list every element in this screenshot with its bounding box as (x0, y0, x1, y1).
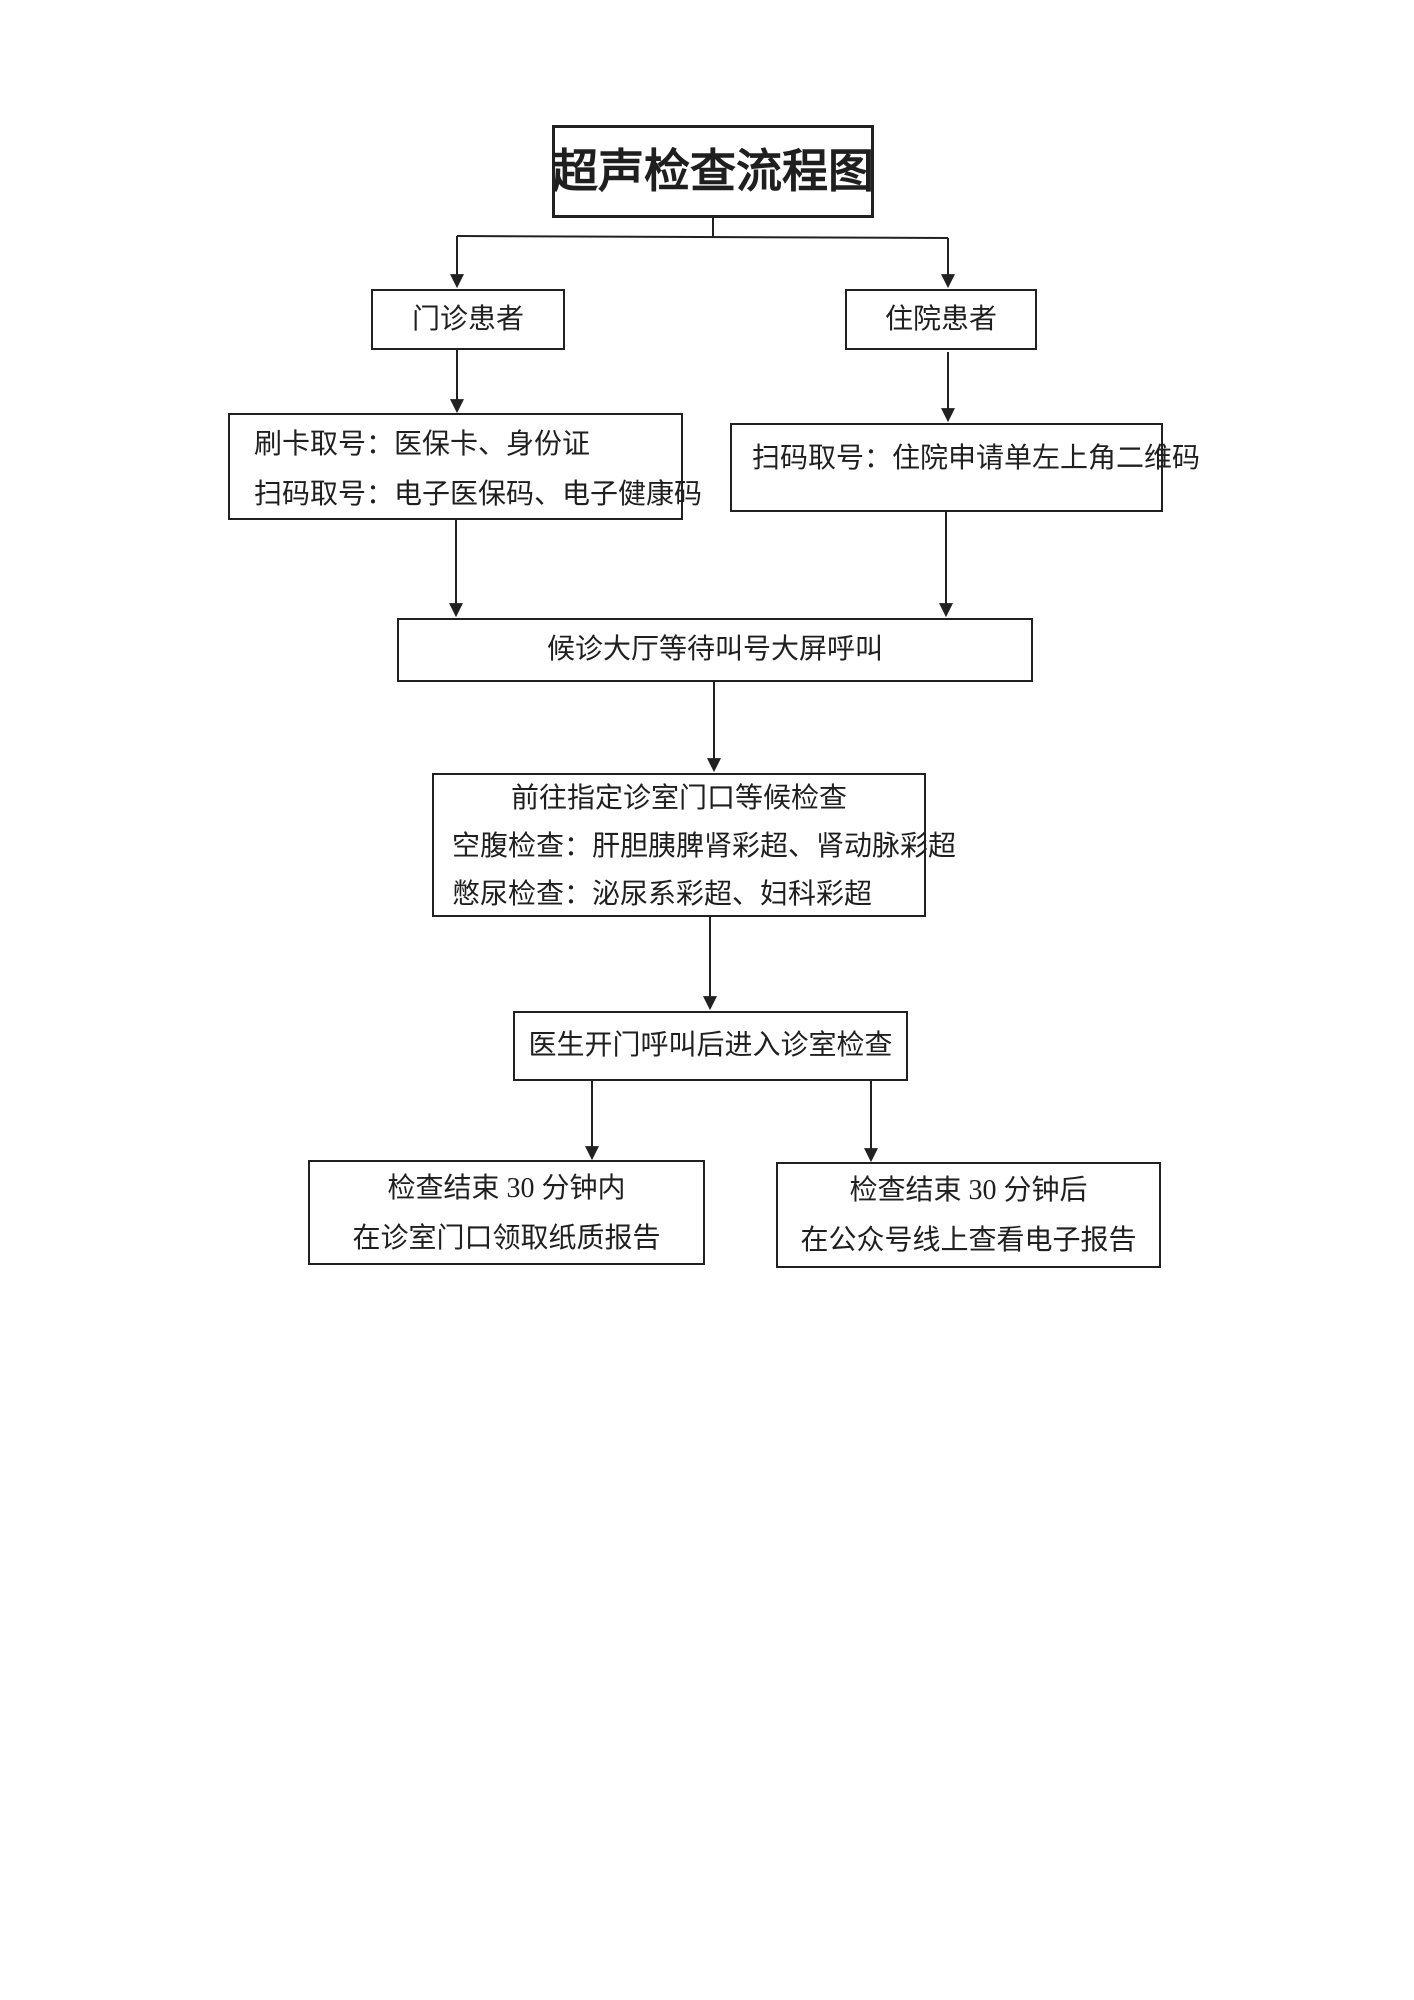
node-electronic-report: 检查结束 30 分钟后 在公众号线上查看电子报告 (776, 1162, 1161, 1268)
node-text-line: 在公众号线上查看电子报告 (800, 1225, 1137, 1256)
node-inpatient: 住院患者 (845, 289, 1037, 350)
node-waiting-hall: 候诊大厅等待叫号大屏呼叫 (397, 618, 1033, 682)
node-text-line: 扫码取号：电子医保码、电子健康码 (254, 479, 703, 510)
node-paper-report: 检查结束 30 分钟内 在诊室门口领取纸质报告 (308, 1160, 705, 1265)
node-text-line: 扫码取号：住院申请单左上角二维码 (752, 443, 1201, 474)
node-outpatient-checkin: 刷卡取号：医保卡、身份证 扫码取号：电子医保码、电子健康码 (228, 413, 702, 520)
node-text-line: 检查结束 30 分钟内 (387, 1172, 626, 1204)
node-text-line: 空腹检查：肝胆胰脾肾彩超、肾动脉彩超 (452, 831, 957, 862)
node-label: 门诊患者 (411, 303, 524, 335)
node-label: 住院患者 (884, 303, 997, 335)
node-label: 医生开门呼叫后进入诊室检查 (528, 1030, 893, 1061)
node-heading: 前往指定诊室门口等候检查 (510, 783, 847, 814)
node-text-line: 憋尿检查：泌尿系彩超、妇科彩超 (452, 879, 873, 910)
node-text-line: 检查结束 30 分钟后 (849, 1175, 1088, 1206)
node-title: 超声检查流程图 (552, 125, 874, 218)
node-enter-exam-room: 医生开门呼叫后进入诊室检查 (513, 1011, 908, 1081)
node-label: 候诊大厅等待叫号大屏呼叫 (546, 634, 883, 665)
node-text-line: 刷卡取号：医保卡、身份证 (254, 429, 591, 460)
node-exam-room-waiting: 前往指定诊室门口等候检查 空腹检查：肝胆胰脾肾彩超、肾动脉彩超 憋尿检查：泌尿系… (432, 773, 956, 917)
node-outpatient: 门诊患者 (371, 289, 565, 350)
node-inpatient-checkin: 扫码取号：住院申请单左上角二维码 (730, 423, 1200, 512)
connector-split-bar (456, 235, 949, 239)
page-title: 超声检查流程图 (552, 145, 874, 197)
node-text-line: 在诊室门口领取纸质报告 (352, 1222, 661, 1254)
